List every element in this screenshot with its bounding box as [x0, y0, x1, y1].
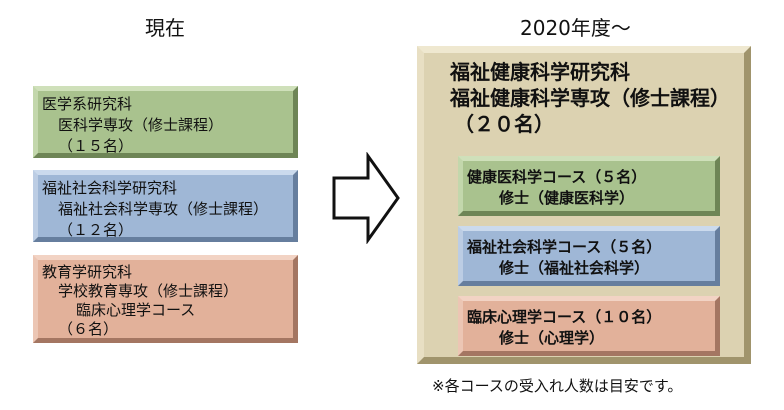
course-degree: 修士（福祉社会科学）	[499, 259, 650, 277]
current-box-welfare: 福祉社会科学研究科 福祉社会科学専攻（修士課程） （１２名）	[33, 170, 298, 242]
course-name: 福祉社会科学コース（５名）	[467, 238, 662, 256]
course-degree: 修士（健康医科学）	[499, 189, 635, 207]
future-heading: 2020年度～	[520, 16, 631, 40]
current-box-medicine: 医学系研究科 医科学専攻（修士課程） （１５名）	[33, 86, 298, 158]
box-line: 医学系研究科	[42, 95, 133, 113]
box-line: （６名）	[58, 320, 119, 338]
right-arrow-icon	[332, 152, 400, 244]
footnote: ※各コースの受入れ人数は目安です。	[432, 377, 683, 395]
current-heading: 現在	[145, 16, 185, 40]
box-line: 福祉社会科学専攻（修士課程）	[58, 200, 269, 218]
current-box-education: 教育学研究科 学校教育専攻（修士課程） 臨床心理学コース （６名）	[33, 255, 298, 343]
course-degree: 修士（心理学）	[499, 329, 605, 347]
box-line: 福祉社会科学研究科	[42, 179, 178, 197]
box-line: 臨床心理学コース	[76, 301, 196, 319]
future-title-line: 福祉健康科学研究科	[450, 60, 630, 84]
box-line: 学校教育専攻（修士課程）	[58, 282, 239, 300]
course-box-clinical-psychology: 臨床心理学コース（１０名） 修士（心理学）	[458, 296, 720, 356]
course-name: 健康医科学コース（５名）	[467, 168, 647, 186]
box-line: （１２名）	[58, 221, 134, 239]
box-line: 医科学専攻（修士課程）	[58, 116, 224, 134]
box-line: 教育学研究科	[42, 263, 133, 281]
future-title-line: （２０名）	[454, 112, 554, 136]
course-box-welfare-social: 福祉社会科学コース（５名） 修士（福祉社会科学）	[458, 226, 720, 286]
box-line: （１５名）	[58, 137, 134, 155]
future-box: 福祉健康科学研究科 福祉健康科学専攻（修士課程） （２０名） 健康医科学コース（…	[417, 46, 751, 364]
course-name: 臨床心理学コース（１０名）	[467, 308, 662, 326]
future-title-line: 福祉健康科学専攻（修士課程）	[450, 86, 730, 110]
course-box-health-medical: 健康医科学コース（５名） 修士（健康医科学）	[458, 156, 720, 216]
